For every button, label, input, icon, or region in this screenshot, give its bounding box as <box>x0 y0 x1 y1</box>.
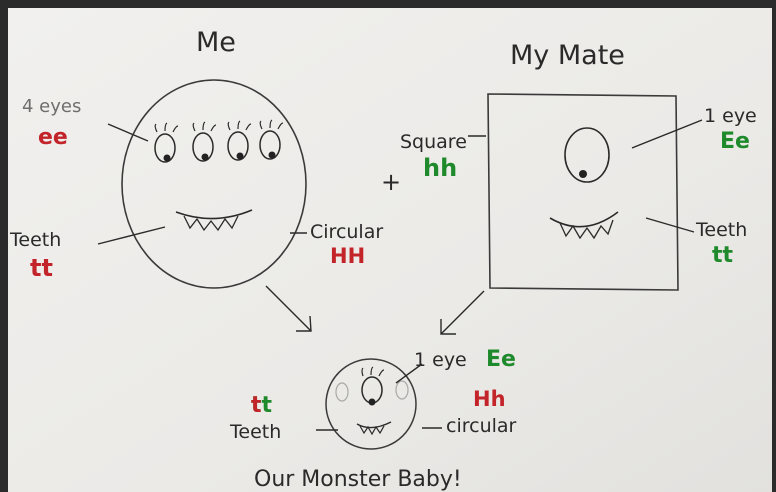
baby-teeth-genotype-base: tt <box>251 393 273 418</box>
me-eyes <box>154 130 281 163</box>
baby-eyelashes <box>361 366 385 377</box>
mate-teeth-genotype: tt <box>712 243 734 268</box>
mate-eye-genotype: Ee <box>720 129 750 154</box>
baby-body <box>325 358 417 450</box>
mate-eye-label: 1 eye <box>704 105 757 127</box>
baby-pupil <box>368 398 376 406</box>
baby-title: Our Monster Baby! <box>254 467 462 492</box>
arrow-me-to-baby <box>265 285 312 332</box>
me-title: Me <box>196 27 236 58</box>
arrow-mate-to-baby <box>440 290 485 335</box>
me-shape-genotype: HH <box>330 244 365 268</box>
mate-teeth-label: Teeth <box>695 219 747 241</box>
me-teeth-label: Teeth <box>9 229 61 251</box>
mate-title: My Mate <box>510 40 625 71</box>
me-eyes-label: 4 eyes <box>22 96 81 117</box>
mate-mouth <box>549 211 619 228</box>
mate-teeth-pointer <box>645 217 695 233</box>
baby-faded-eyes <box>335 380 409 402</box>
baby-teeth <box>359 425 385 436</box>
paper <box>8 8 772 492</box>
me-shape-label: Circular <box>310 221 383 243</box>
baby-shape-genotype: Hh <box>473 387 506 411</box>
plus-sign: + <box>381 168 401 196</box>
me-eyelashes <box>154 119 284 133</box>
baby-mouth <box>356 421 392 429</box>
mate-teeth <box>559 219 614 240</box>
me-eyes-genotype: ee <box>38 125 68 150</box>
baby-eye-label: 1 eye <box>414 349 467 371</box>
me-eyes-pointer <box>107 123 149 142</box>
me-teeth-pointer <box>97 226 166 245</box>
me-teeth-genotype: tt <box>30 254 53 282</box>
baby-shape-label: circular <box>446 415 517 437</box>
me-pupils <box>163 151 276 162</box>
mate-eye-pointer <box>631 119 703 149</box>
baby-teeth-label: Teeth <box>229 421 281 443</box>
mate-eye <box>564 127 610 183</box>
mate-shape-genotype: hh <box>423 154 457 182</box>
baby-eye-pointer <box>395 363 423 384</box>
me-body <box>121 79 307 289</box>
mate-body <box>487 93 679 291</box>
mate-shape-label: Square <box>400 131 467 153</box>
me-teeth <box>183 215 239 232</box>
me-mouth <box>175 209 253 220</box>
baby-eye-genotype: Ee <box>486 347 516 372</box>
mate-pupil <box>579 170 587 178</box>
